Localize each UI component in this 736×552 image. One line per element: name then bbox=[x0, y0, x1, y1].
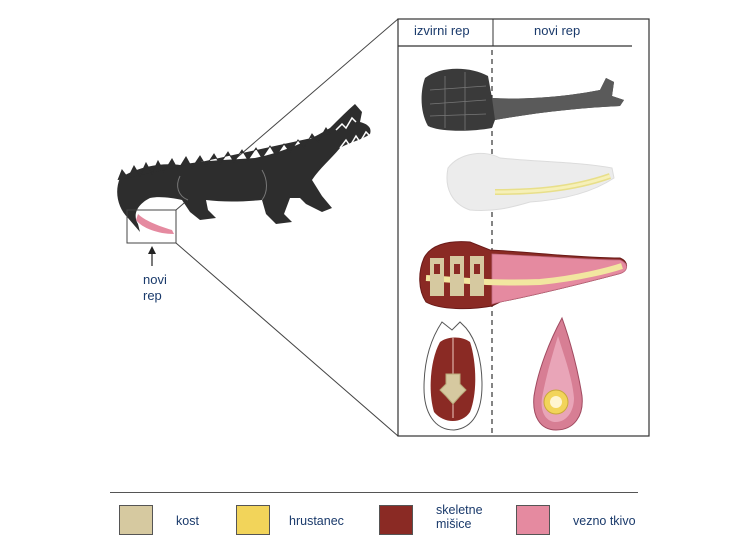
legend-label-muscle: skeletne mišice bbox=[436, 503, 483, 531]
legend-swatch-connective bbox=[516, 505, 550, 535]
arrow-head-icon bbox=[148, 246, 156, 254]
legend-label-muscle-line2: mišice bbox=[436, 517, 483, 531]
legend-swatch-muscle bbox=[379, 505, 413, 535]
legend-label-connective: vezno tkivo bbox=[573, 514, 636, 528]
callout-line-2: rep bbox=[143, 288, 167, 304]
alligator-illustration bbox=[117, 104, 370, 243]
zoom-line-bottom bbox=[176, 243, 398, 436]
legend-label-cartilage: hrustanec bbox=[289, 514, 344, 528]
legend-label-bone: kost bbox=[176, 514, 199, 528]
legend-swatch-bone bbox=[119, 505, 153, 535]
header-original-tail: izvirni rep bbox=[414, 23, 470, 38]
legend-swatch-cartilage bbox=[236, 505, 270, 535]
legend-divider bbox=[110, 492, 638, 493]
legend-label-muscle-line1: skeletne bbox=[436, 503, 483, 517]
new-tail-callout: novi rep bbox=[143, 272, 167, 304]
callout-line-1: novi bbox=[143, 272, 167, 288]
header-new-tail: novi rep bbox=[534, 23, 580, 38]
